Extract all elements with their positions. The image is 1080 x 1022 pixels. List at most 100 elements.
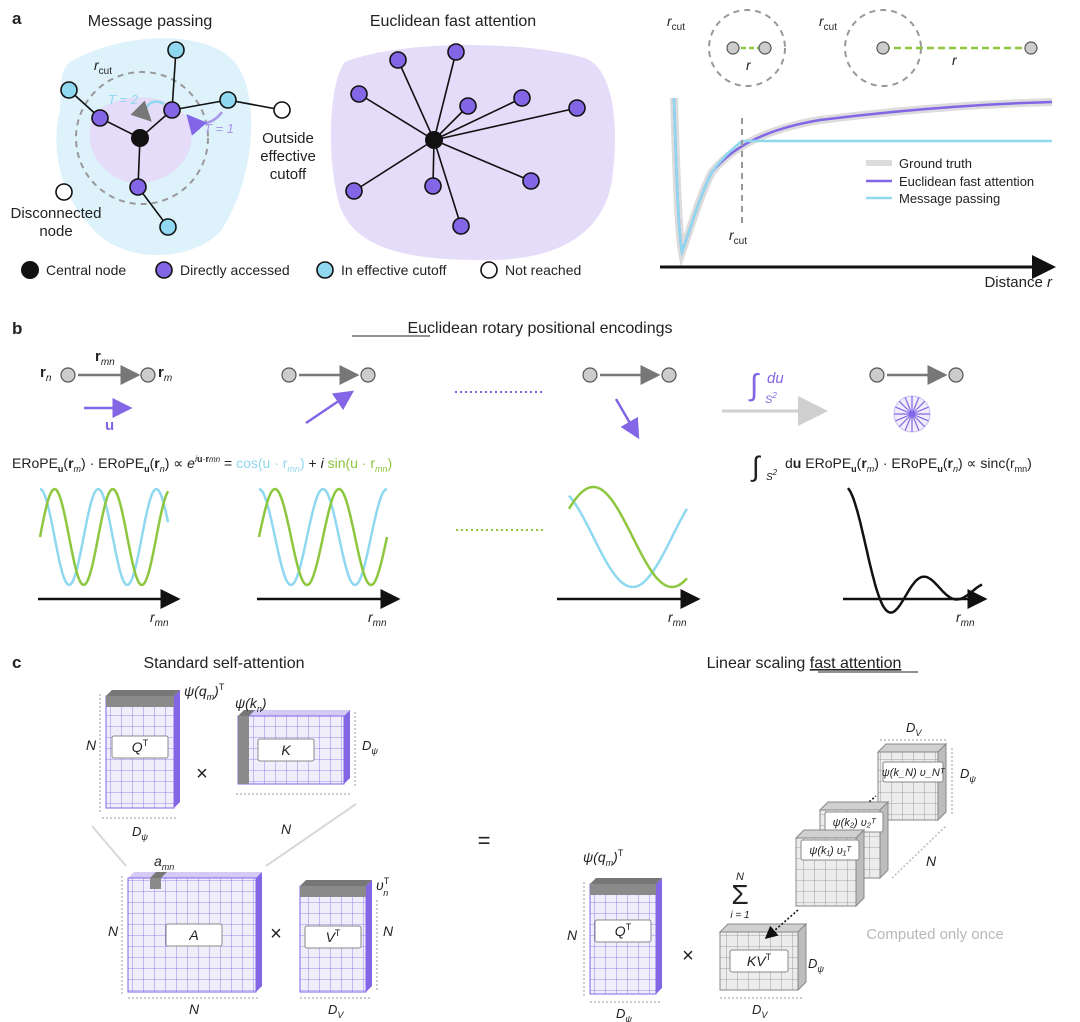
node-f3-a	[582, 367, 598, 383]
panel-a: a Message passing Euclidean fast attenti…	[11, 9, 1056, 291]
legend-euclidean: Euclidean fast attention	[899, 174, 1034, 189]
effective-nodes	[60, 41, 237, 236]
direction-ray	[904, 413, 913, 431]
cos-wave-2	[258, 487, 388, 587]
direction-ray	[911, 406, 929, 415]
direction-ray	[898, 413, 913, 428]
sinc-curve	[846, 487, 983, 614]
fast-attention-region	[330, 44, 615, 261]
legend-message-passing: Message passing	[899, 191, 1000, 206]
node-rn	[60, 367, 76, 383]
u-label: u	[105, 417, 114, 434]
kvt-matrix: KVT	[718, 922, 808, 992]
direct-nodes	[91, 101, 181, 196]
small-node-b	[758, 41, 772, 55]
direction-ray	[895, 406, 913, 415]
a-n-label-bottom: N	[189, 1001, 200, 1017]
legend-effective-swatch	[316, 261, 334, 279]
direction-ray	[895, 413, 913, 422]
times-1: ×	[196, 763, 208, 785]
node-f2-b	[360, 367, 376, 383]
outside-cutoff-label-2: effective	[260, 148, 316, 165]
node-legend: Central node Directly accessed In effect…	[21, 261, 581, 279]
disconnected-label-1: Disconnected	[11, 205, 102, 222]
kvt-label: KVT	[747, 952, 772, 969]
cos-wave-3	[568, 494, 689, 589]
kvt-dpsi-label: Dψ	[808, 956, 824, 974]
sin-wave-1	[38, 487, 170, 587]
kvt-dv-label: DV	[752, 1002, 768, 1020]
fast-attention-title: Euclidean fast attention	[370, 13, 536, 30]
equals-sign: =	[478, 828, 491, 853]
panel-label-b: b	[12, 319, 22, 338]
t1-label: T = 1	[204, 121, 234, 136]
sum-top: N	[736, 871, 744, 883]
k-n-label: N	[281, 821, 292, 837]
erope-title: Euclidean rotary positional encodings	[407, 320, 672, 337]
stack-item-1: ψ(k₁) υ₁ᵀ	[794, 828, 866, 908]
sum-arrow	[764, 909, 799, 940]
fast-qt-dpsi-label: Dψ	[616, 1006, 632, 1022]
direction-ray	[911, 413, 929, 422]
legend-central-swatch	[21, 261, 39, 279]
integral-du: du	[767, 370, 784, 387]
t2-label: T = 2	[108, 92, 139, 107]
std-attention-title: Standard self-attention	[144, 655, 305, 672]
integral-sign: ∫	[748, 369, 760, 402]
message-passing-title: Message passing	[88, 13, 213, 30]
legend-central: Central node	[46, 262, 126, 278]
u-vector-3	[614, 398, 640, 440]
sinc-integral-sign: ∫	[750, 451, 762, 482]
t1-arrow	[186, 111, 223, 136]
stack-item-n: ψ(k_N) υ_Nᵀ	[876, 742, 948, 822]
outside-cutoff-label-1: Outside	[262, 130, 314, 147]
fast-central-node	[425, 131, 443, 149]
a-matrix: A	[127, 872, 262, 993]
r-label-long: r	[952, 52, 958, 68]
outside-cutoff-label-3: cutoff	[270, 166, 307, 183]
node-rm	[140, 367, 156, 383]
qt-dpsi-label: Dψ	[132, 824, 148, 842]
panel-label-a: a	[12, 9, 22, 28]
large-node-a	[876, 41, 890, 55]
amn-label: amn	[154, 853, 174, 872]
panel-c: c Standard self-attention Linear scaling…	[12, 653, 1004, 1022]
fast-qt-matrix: QT	[589, 878, 662, 995]
vt-matrix: VT	[299, 880, 372, 993]
rmn-axis-label-1: rmn	[150, 609, 169, 629]
fast-attention-title-c: Linear scaling fast attention	[707, 655, 902, 672]
qt-label: QT	[132, 738, 149, 755]
legend-effective: In effective cutoff	[341, 262, 446, 278]
sum-bottom: i = 1	[730, 910, 749, 921]
vt-dv-label: DV	[328, 1002, 344, 1020]
r-label-short: r	[746, 57, 752, 73]
node-f2-a	[281, 367, 297, 383]
u-vector-2	[305, 390, 355, 425]
rcut-label-a: rcut	[94, 57, 112, 77]
direction-ray	[911, 413, 920, 431]
qt-matrix: QT	[105, 690, 180, 809]
disconnected-label-2: node	[39, 223, 72, 240]
panel-b: b Euclidean rotary positional encodings …	[12, 319, 1032, 629]
legend-direct-swatch	[155, 261, 173, 279]
fast-qt-label: QT	[615, 922, 632, 939]
rmn-axis-label-2: rmn	[368, 609, 387, 629]
legend-direct: Directly accessed	[180, 262, 290, 278]
funnel-right	[265, 803, 357, 867]
node-f4-b	[948, 367, 964, 383]
panel-label-c: c	[12, 653, 21, 672]
psi-k-label: ψ(kn)	[235, 695, 267, 714]
a-n-label: N	[108, 923, 119, 939]
large-node-b	[1024, 41, 1038, 55]
stack-label-n: ψ(k_N) υ_Nᵀ	[882, 767, 946, 779]
erope-equation: ERoPEu(rm) · ERoPEu(rn) ∝ eiu·rmn = cos(…	[12, 454, 392, 474]
rmn-axis-label-3: rmn	[668, 609, 687, 629]
stack-dv-label: DV	[906, 720, 922, 738]
node-f4-a	[869, 367, 885, 383]
direction-ray	[911, 397, 920, 415]
sinc-integral-domain: S2	[766, 468, 778, 483]
fast-direct-nodes	[345, 43, 586, 235]
rmn-axis-label-4: rmn	[956, 609, 975, 629]
distance-axis-label: Distance r	[984, 274, 1053, 291]
